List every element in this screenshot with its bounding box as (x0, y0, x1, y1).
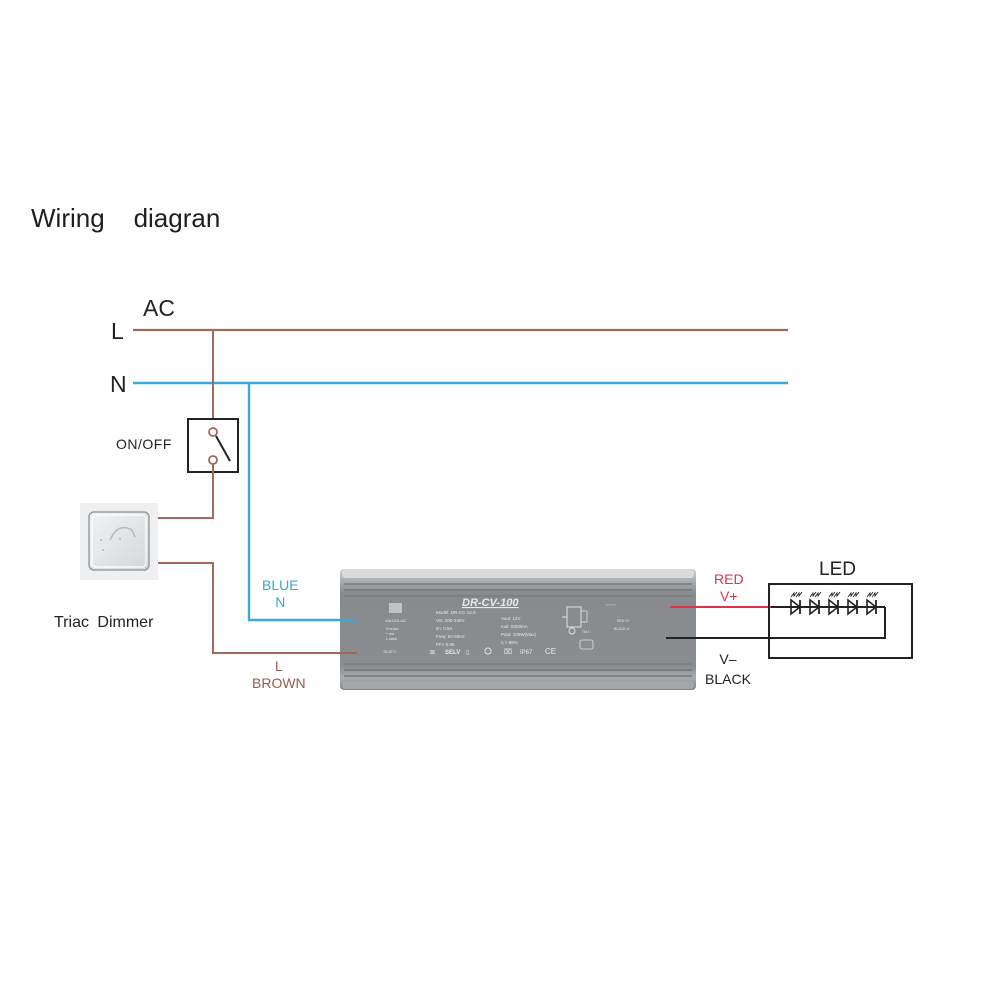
l-terminal: L (274, 658, 283, 674)
brown-l-label: L BROWN (252, 658, 306, 692)
switch-label: ON/OFF (116, 436, 172, 452)
switch-to-dimmer-wire (157, 464, 214, 519)
svg-text:⊠: ⊠ (430, 650, 435, 656)
driver-spec-line: Pout: 100W(Max) (501, 632, 537, 637)
ce-mark: CE (545, 647, 556, 656)
black-vminus-label: V– BLACK (705, 649, 751, 689)
blue-n-label: BLUE N (262, 577, 299, 611)
on-off-switch (187, 418, 239, 473)
n-terminal: N (275, 594, 286, 610)
negative-output-wire (666, 607, 886, 639)
blue-color-name: BLUE (262, 577, 299, 593)
page-title: Wiring diagran (31, 203, 221, 233)
led-diode-icon (790, 591, 803, 616)
ip67-mark: IP67 (520, 650, 533, 656)
led-label: LED (819, 559, 856, 580)
driver-spec-right: Vout: 12V Iout: 8300mA Pout: 100W(Max) η > … (501, 616, 537, 645)
svg-text:TM-C: TM-C (582, 630, 591, 634)
driver-spec-line: Iout: 8300mA (501, 624, 528, 629)
selv-mark: SELV (445, 650, 460, 656)
svg-text:≈⌐⌐⌐⌐: ≈⌐⌐⌐⌐ (606, 603, 616, 607)
svg-text:+ red: + red (386, 632, 394, 636)
driver-spec-line: PF> 0.95 (436, 642, 455, 647)
driver-spec-line: Freq: 50-60Hz (436, 634, 466, 639)
led-driver: VALDOLUC N brown + red L black TA:40°C D… (340, 569, 696, 690)
led-diode-icon (866, 591, 879, 616)
red-vplus-label: RED V+ (714, 571, 744, 605)
driver-spec-line: Iin: 0.5A (436, 626, 453, 631)
vminus-terminal: V– (719, 651, 737, 667)
svg-text:VALDOLUC: VALDOLUC (385, 618, 406, 623)
driver-model: DR-CV-100 (462, 597, 519, 609)
svg-text:L black: L black (386, 637, 397, 641)
svg-text:⌧: ⌧ (504, 648, 512, 656)
red-color-name: RED (714, 571, 744, 587)
vplus-terminal: V+ (720, 588, 738, 604)
driver-spec-line: Model: DR-CC-12.0 (436, 610, 476, 615)
led-diode-icon (809, 591, 822, 616)
brown-color-name: BROWN (252, 675, 306, 691)
svg-text:TA:40°C: TA:40°C (383, 650, 396, 654)
led-diode-icon (828, 591, 841, 616)
triac-dimmer (80, 503, 158, 580)
dimmer-to-driver-L-wire (157, 562, 358, 654)
dimmer-label: Triac Dimmer (54, 614, 154, 631)
neutral-label: N (110, 371, 127, 397)
driver-spec-line: Vout: 12V (501, 616, 521, 621)
driver-spec-line: η > 85% (501, 640, 518, 645)
led-load-box (768, 583, 913, 659)
svg-text:N brown: N brown (386, 627, 399, 631)
driver-spec-line: Vin: 200-240V (436, 618, 464, 623)
svg-text:RED V+: RED V+ (617, 619, 630, 623)
led-diode-icon (847, 591, 860, 616)
line-label: L (111, 318, 124, 344)
neutral-to-driver-wire (247, 383, 356, 622)
black-color-name: BLACK (705, 671, 751, 687)
ac-label: AC (143, 295, 175, 321)
svg-text:BLACK V-: BLACK V- (614, 627, 631, 631)
svg-text:▯: ▯ (466, 650, 469, 656)
led-diode-string (790, 591, 879, 616)
